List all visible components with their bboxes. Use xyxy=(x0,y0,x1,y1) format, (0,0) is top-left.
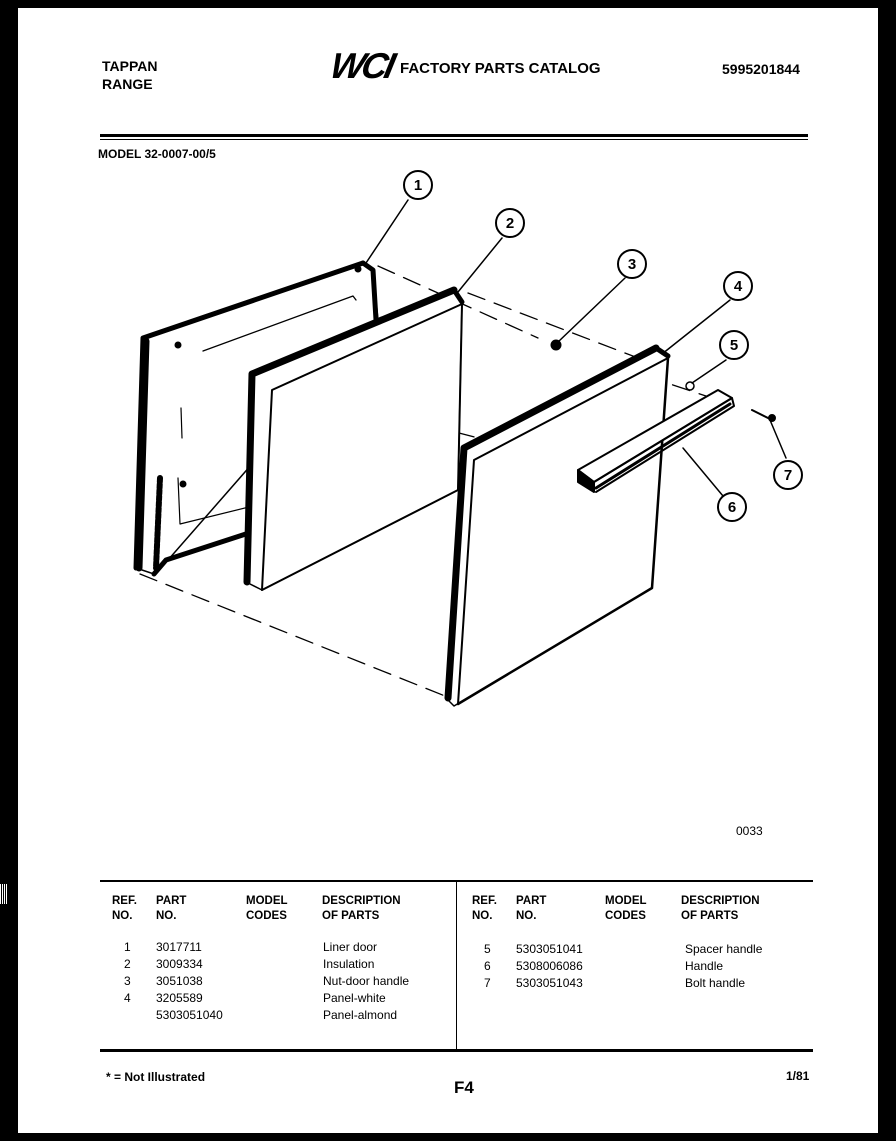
callout-3-label: 3 xyxy=(628,256,636,273)
catalog-date: 1/81 xyxy=(786,1069,810,1083)
spacer-part xyxy=(685,381,695,391)
table-row: 4 3205589 Panel-white xyxy=(118,990,458,1007)
part-cell: 5303051040 xyxy=(156,1008,223,1022)
part-cell: 3205589 xyxy=(156,991,203,1005)
desc-cell: Panel-white xyxy=(323,991,386,1005)
table-divider xyxy=(456,882,457,1050)
callout-2-label: 2 xyxy=(506,215,514,232)
catalog-page: TAPPAN RANGE WCI FACTORY PARTS CATALOG 5… xyxy=(18,8,878,1133)
table-row: 3 3051038 Nut-door handle xyxy=(118,973,458,990)
callout-2: 2 xyxy=(495,208,525,238)
table-rule-bottom xyxy=(100,1049,813,1052)
callout-3: 3 xyxy=(617,249,647,279)
handle-part xyxy=(577,389,735,493)
table-row: 6 5308006086 Handle xyxy=(478,958,808,975)
ref-cell: 3 xyxy=(124,974,131,988)
part-cell: 5303051041 xyxy=(516,942,583,956)
desc-cell: Spacer handle xyxy=(685,942,763,956)
table-row: 2 3009334 Insulation xyxy=(118,956,458,973)
desc-cell: Bolt handle xyxy=(685,976,746,990)
scan-edge-mark xyxy=(0,884,8,904)
header-rule-top xyxy=(100,134,808,137)
header-ref-no-right: REF.NO. xyxy=(472,895,497,922)
model-number: MODEL 32-0007-00/5 xyxy=(98,147,216,161)
table-row: 7 5303051043 Bolt handle xyxy=(478,975,808,992)
callout-6: 6 xyxy=(717,492,747,522)
part-cell: 3009334 xyxy=(156,957,203,971)
insulation-part xyxy=(243,286,465,591)
table-row: 5303051040 Panel-almond xyxy=(118,1007,458,1024)
desc-cell: Insulation xyxy=(323,957,375,971)
parts-list-right: 5 5303051041 Spacer handle 6 5308006086 … xyxy=(478,941,808,992)
ref-cell: 1 xyxy=(124,940,131,954)
page-number: F4 xyxy=(454,1078,474,1097)
parts-list-left: 1 3017711 Liner door 2 3009334 Insulatio… xyxy=(118,939,458,1024)
panel-part xyxy=(444,344,671,707)
callout-5-label: 5 xyxy=(730,337,738,354)
callout-1-label: 1 xyxy=(414,177,422,194)
part-cell: 5308006086 xyxy=(516,959,583,973)
table-rule-top xyxy=(100,880,813,882)
callout-7-label: 7 xyxy=(784,467,792,484)
callout-1: 1 xyxy=(403,170,433,200)
desc-cell: Panel-almond xyxy=(323,1008,398,1022)
callout-4: 4 xyxy=(723,271,753,301)
figure-code: 0033 xyxy=(736,824,763,838)
ref-cell: 5 xyxy=(484,942,491,956)
ref-cell: 6 xyxy=(484,959,491,973)
header-rule-bottom xyxy=(100,139,808,140)
leader-lines xyxy=(365,199,787,497)
desc-cell: Handle xyxy=(685,959,724,973)
desc-cell: Nut-door handle xyxy=(323,974,410,988)
catalog-title: FACTORY PARTS CATALOG xyxy=(400,60,601,77)
catalog-number: 5995201844 xyxy=(722,61,800,77)
bolt-part xyxy=(751,409,776,422)
desc-cell: Liner door xyxy=(323,940,378,954)
ref-cell: 2 xyxy=(124,957,131,971)
part-cell: 5303051043 xyxy=(516,976,583,990)
table-row: 1 3017711 Liner door xyxy=(118,939,458,956)
callout-4-label: 4 xyxy=(734,278,743,295)
exploded-door-diagram: 1 2 3 4 5 7 6 xyxy=(133,170,803,707)
ref-cell: 7 xyxy=(484,976,491,990)
brand-line-2: RANGE xyxy=(102,76,153,92)
part-cell: 3017711 xyxy=(156,940,202,954)
callout-6-label: 6 xyxy=(728,499,736,516)
not-illustrated-note: * = Not Illustrated xyxy=(106,1070,206,1084)
brand-line-1: TAPPAN xyxy=(102,58,158,74)
header-ref-no-left: REF.NO. xyxy=(112,895,137,922)
part-cell: 3051038 xyxy=(156,974,203,988)
callout-7: 7 xyxy=(773,460,803,490)
table-row: 5 5303051041 Spacer handle xyxy=(478,941,808,958)
callout-5: 5 xyxy=(719,330,749,360)
ref-cell: 4 xyxy=(124,991,131,1005)
